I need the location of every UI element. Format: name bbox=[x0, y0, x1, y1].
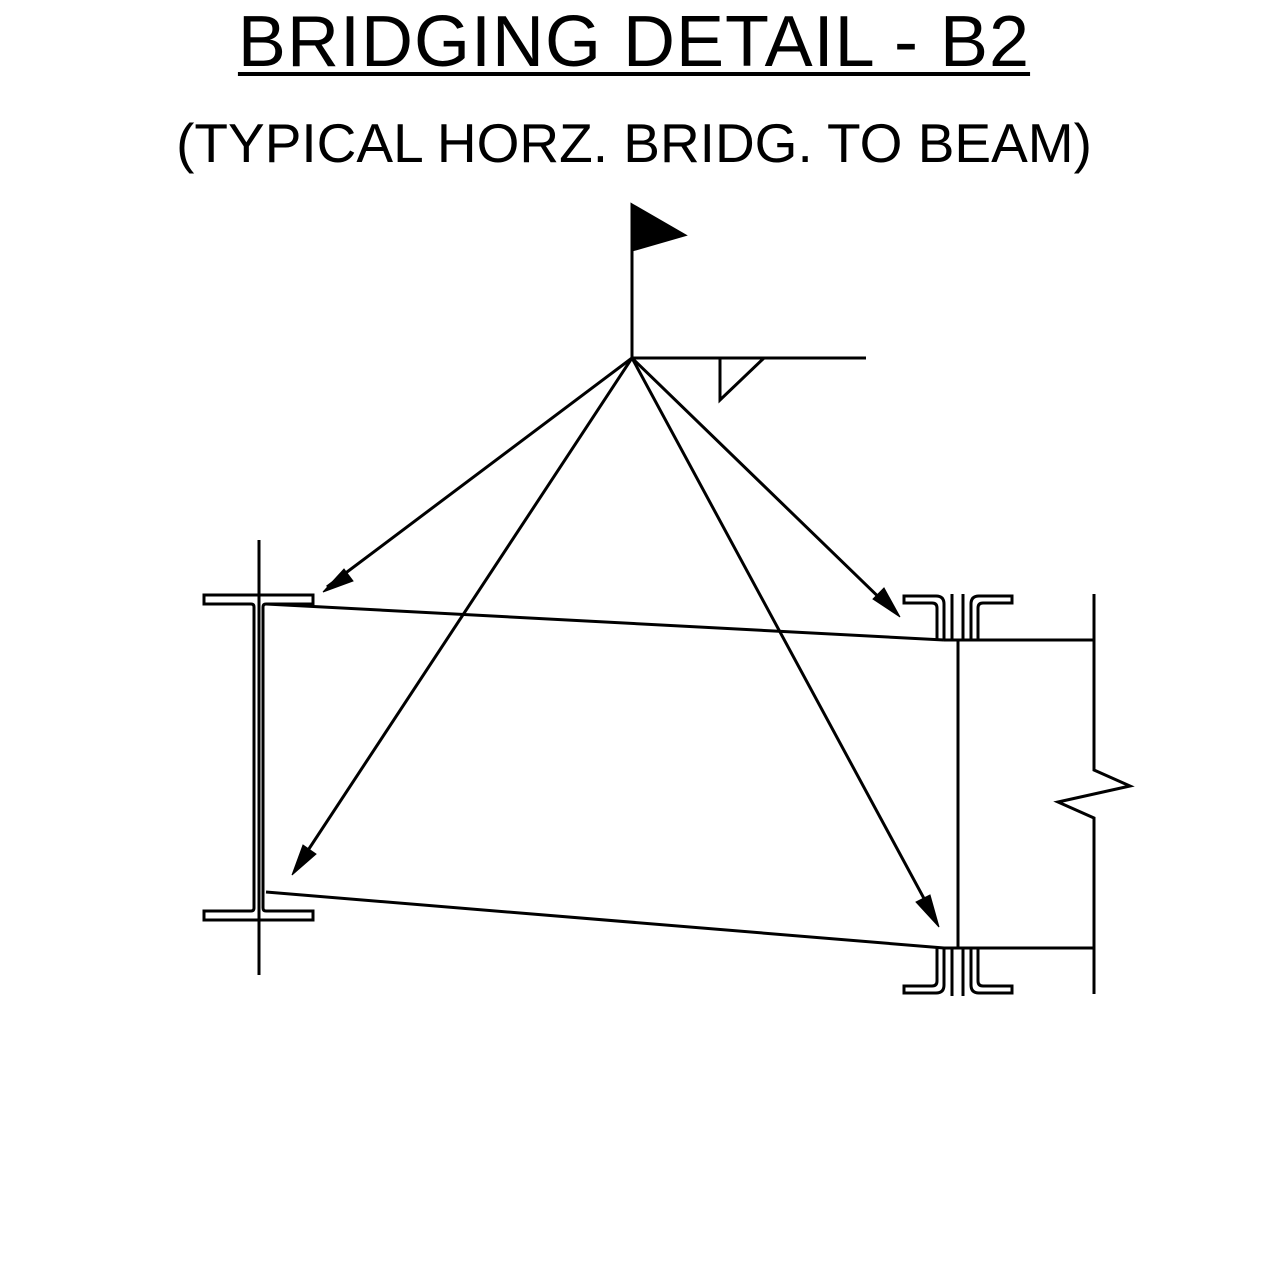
leader-line-1 bbox=[326, 356, 633, 589]
bridging-top bbox=[265, 602, 945, 642]
joist-top-chord bbox=[902, 594, 1014, 640]
detail-title-text: BRIDGING DETAIL - B2 bbox=[237, 2, 1031, 82]
leader-line-3 bbox=[630, 356, 895, 613]
joist-bottom-chord bbox=[902, 948, 1014, 996]
leader-arrows bbox=[291, 356, 940, 928]
field-weld-flag-icon bbox=[630, 202, 688, 252]
detail-subtitle: (TYPICAL HORZ. BRIDG. TO BEAM) bbox=[176, 112, 1092, 174]
bottom-chord-left-angle bbox=[902, 948, 946, 995]
leader-line-2 bbox=[295, 357, 634, 868]
joist-web bbox=[944, 594, 1135, 994]
bridging-bottom bbox=[265, 890, 945, 950]
wide-flange-beam bbox=[202, 540, 315, 975]
fillet-weld-icon bbox=[718, 356, 766, 404]
arrowhead-3 bbox=[872, 587, 901, 618]
detail-title: BRIDGING DETAIL - B2 bbox=[0, 0, 1268, 90]
beam-section-outline bbox=[202, 593, 315, 922]
arrowhead-1 bbox=[322, 568, 354, 593]
break-line-icon bbox=[1053, 594, 1135, 994]
top-chord-left-angle bbox=[902, 594, 946, 640]
bridging-members bbox=[265, 602, 945, 950]
bottom-chord-right-angle bbox=[969, 948, 1014, 995]
arrowhead-4 bbox=[915, 894, 940, 928]
weld-symbol bbox=[630, 202, 866, 404]
leader-line-4 bbox=[630, 357, 936, 918]
top-chord-right-angle bbox=[969, 594, 1014, 640]
arrowhead-2 bbox=[291, 844, 317, 876]
